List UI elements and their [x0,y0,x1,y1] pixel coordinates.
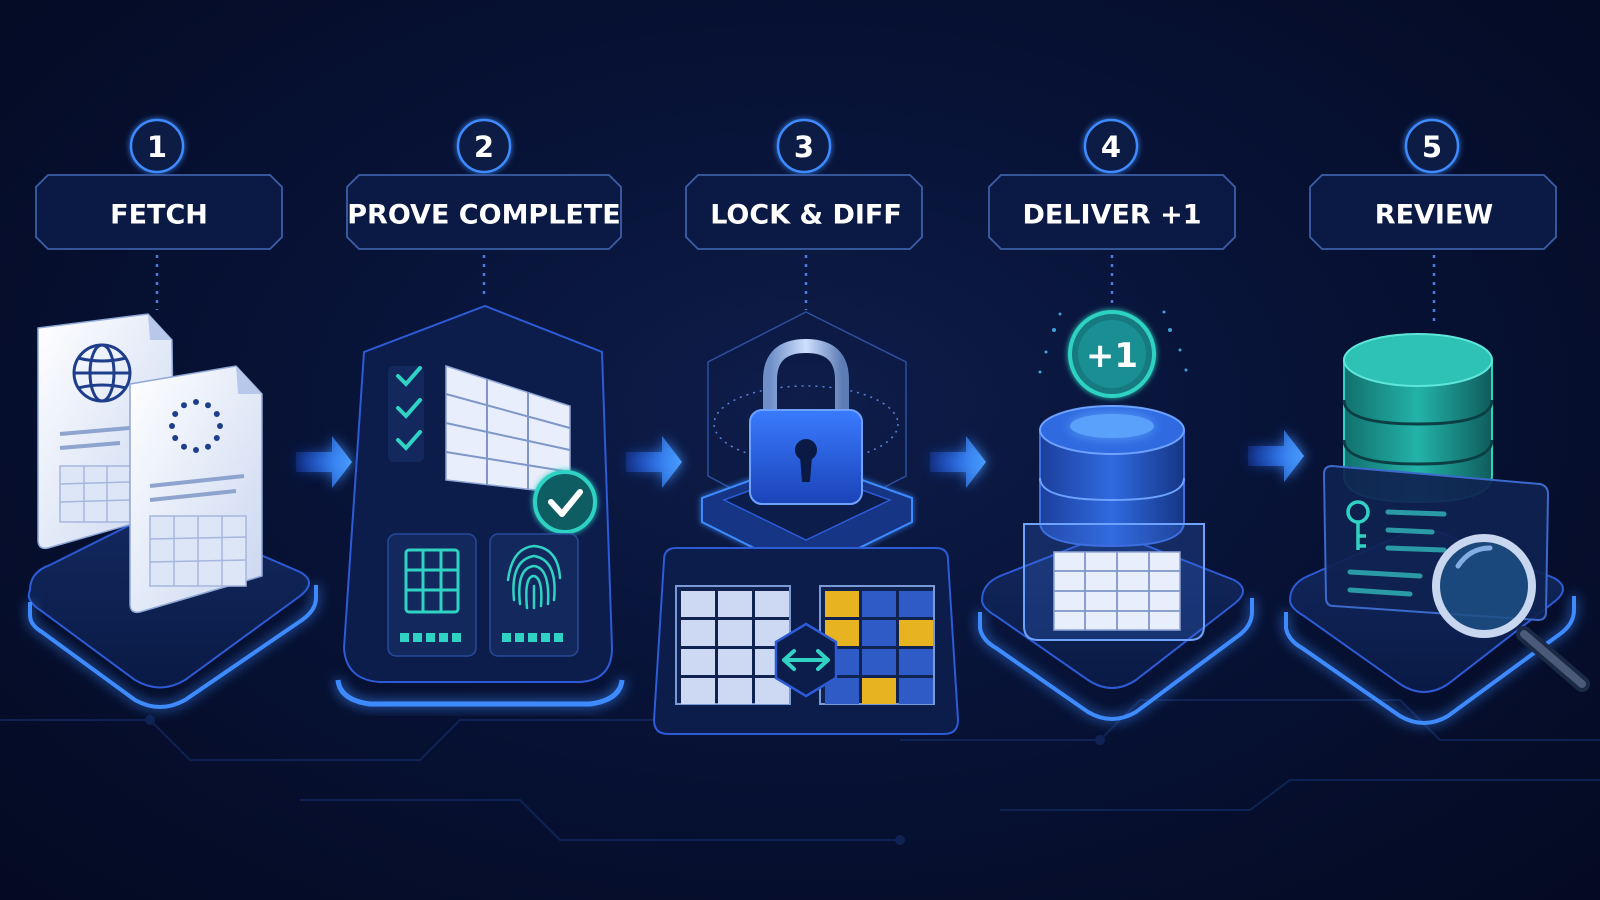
sparkles [1038,310,1188,374]
table-cell [899,678,933,704]
checklist [388,366,424,462]
step-number: 2 [474,130,494,164]
key-icon [1346,500,1370,550]
eu-star [205,443,211,450]
lock-diff-illustration [652,311,960,735]
eu-star [181,443,187,450]
padlock-icon [749,338,863,505]
step-number-circle [129,118,185,174]
step-number: 5 [1422,130,1442,164]
table-cell [862,649,896,675]
table-cell [718,649,752,675]
plus-one-badge: +1 [1068,310,1156,424]
step-title-box [35,174,283,250]
step-header-5: 5 REVIEW [1309,118,1557,325]
swap-arrows-icon [774,622,838,698]
table-cell [899,649,933,675]
table-cell [681,620,715,646]
step-title: DELIVER +1 [1022,200,1201,231]
step-number: 4 [1101,130,1121,164]
table-cell [755,591,789,617]
arrow-right-icon [626,436,682,488]
step-title-box [1309,174,1557,250]
magnifier-icon [1432,534,1590,692]
database-icon [1342,333,1494,504]
eu-star [181,402,187,409]
eu-star [217,423,223,429]
table-cell [862,620,896,646]
step-number: 1 [147,130,167,164]
step-title: REVIEW [1375,200,1493,231]
table-card [387,533,477,657]
step-title: LOCK & DIFF [710,200,902,231]
step-title-box [685,174,923,250]
eu-stars-icon [169,399,223,453]
fingerprint-card [489,533,579,657]
table-cell [718,591,752,617]
circuit-traces [0,699,1600,845]
verified-badge [533,470,597,534]
table-cell [681,649,715,675]
step-title-box [988,174,1236,250]
table-cell [681,678,715,704]
arrow-right-icon [1248,430,1304,482]
eu-star [172,411,179,417]
review-illustration [1284,333,1590,725]
table-cell [899,620,933,646]
fingerprint-icon [506,544,562,610]
step-header-2: 2 PROVE COMPLETE [346,118,622,298]
eu-star [193,399,199,405]
step-number-circle [1404,118,1460,174]
arrow-right-icon [930,436,986,488]
table-cell [825,591,859,617]
step-header-1: 1 FETCH [35,118,283,310]
deliver-illustration: +1 [978,310,1254,721]
fetch-illustration [27,313,318,709]
eu-star [213,411,220,417]
step-number-circle [1083,118,1139,174]
database-icon [1039,405,1185,548]
step-title-box [346,174,622,250]
table-icon [404,548,460,614]
table-right [819,585,935,705]
table-cell [718,620,752,646]
table-cell [681,591,715,617]
step-number: 3 [794,130,814,164]
step-number-circle [456,118,512,174]
table-cell [862,591,896,617]
globe-icon [72,343,132,403]
table-cell [899,591,933,617]
table-left [675,585,791,705]
step-title: PROVE COMPLETE [347,200,620,231]
step-title: FETCH [110,200,208,231]
step-number-circle [776,118,832,174]
prove-complete-illustration [335,304,625,707]
step-header-4: 4 DELIVER +1 [988,118,1236,305]
checkmark-icon [548,489,583,517]
eu-star [205,402,211,409]
table-cell [718,678,752,704]
delivered-table [1053,551,1181,631]
step-header-3: 3 LOCK & DIFF [685,118,923,310]
eu-star [172,435,179,441]
arrow-right-icon [296,436,352,488]
checkmark-icon [396,366,422,451]
eu-star [193,447,199,453]
plus-one-text: +1 [1086,336,1138,376]
table-cell [862,678,896,704]
eu-star [213,435,220,441]
eu-star [169,423,175,429]
document-front [129,365,263,614]
